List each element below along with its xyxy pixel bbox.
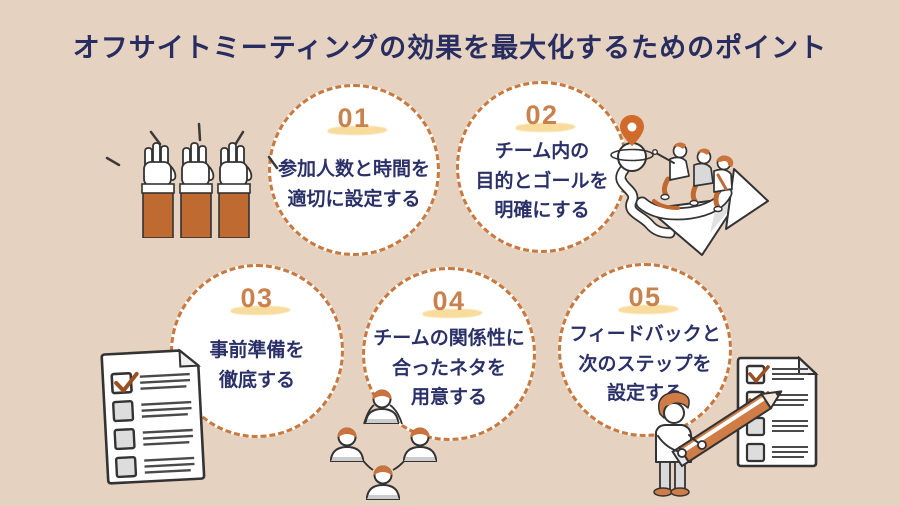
point-text-line: 次のステップを bbox=[578, 353, 712, 375]
person-checking-list-icon bbox=[653, 355, 819, 497]
point-number-wrap: 04 bbox=[422, 286, 483, 318]
point-text-line: フィードバックと bbox=[569, 324, 721, 346]
number-highlight-stroke bbox=[618, 305, 679, 314]
raised-hands-icon bbox=[105, 122, 279, 238]
point-text-line: 目的とゴールを bbox=[475, 170, 609, 192]
point-text-line: 合ったネタを bbox=[391, 357, 506, 379]
team-network-icon bbox=[330, 389, 437, 500]
team-flying-to-goal-pin-icon bbox=[610, 115, 769, 256]
number-highlight-stroke bbox=[422, 309, 483, 318]
point-text: チームの関係性に 合ったネタを 用意する bbox=[373, 317, 524, 438]
point-text-line: 適切に設定する bbox=[287, 188, 421, 210]
checklist-icon bbox=[100, 348, 206, 485]
point-number: 03 bbox=[240, 283, 274, 313]
page-title: オフサイトミーティングの効果を最大化するためのポイント bbox=[72, 33, 828, 63]
point-text-line: 参加人数と時間を bbox=[277, 159, 430, 181]
point-text: 事前準備を 徹底する bbox=[209, 314, 304, 435]
point-number: 05 bbox=[628, 282, 662, 312]
point-text-line: 徹底する bbox=[218, 369, 295, 391]
point-number-wrap: 02 bbox=[515, 100, 576, 132]
point-text-line: 事前準備を bbox=[209, 340, 305, 362]
point-text-line: チーム内の bbox=[494, 141, 590, 163]
point-text: フィードバックと 次のステップを 設定する bbox=[569, 313, 721, 434]
point-text-line: 用意する bbox=[410, 387, 487, 409]
point-number: 01 bbox=[337, 103, 371, 133]
point-circle-05: 05 フィードバックと 次のステップを 設定する bbox=[558, 263, 732, 437]
number-highlight-stroke bbox=[230, 306, 291, 315]
number-highlight-stroke bbox=[515, 123, 576, 132]
number-highlight-stroke bbox=[327, 126, 388, 135]
point-text: 参加人数と時間を 適切に設定する bbox=[278, 134, 430, 253]
point-text-line: 明確にする bbox=[494, 200, 590, 222]
point-text: チーム内の 目的とゴールを 明確にする bbox=[475, 131, 608, 250]
point-circle-01: 01 参加人数と時間を 適切に設定する bbox=[268, 84, 440, 256]
point-number: 04 bbox=[432, 286, 466, 316]
point-number-wrap: 03 bbox=[230, 283, 291, 315]
point-number-wrap: 05 bbox=[618, 282, 679, 314]
point-circle-02: 02 チーム内の 目的とゴールを 明確にする bbox=[456, 81, 628, 253]
point-text-line: チームの関係性に bbox=[373, 328, 525, 350]
point-number: 02 bbox=[525, 100, 559, 130]
point-number-wrap: 01 bbox=[327, 103, 388, 135]
